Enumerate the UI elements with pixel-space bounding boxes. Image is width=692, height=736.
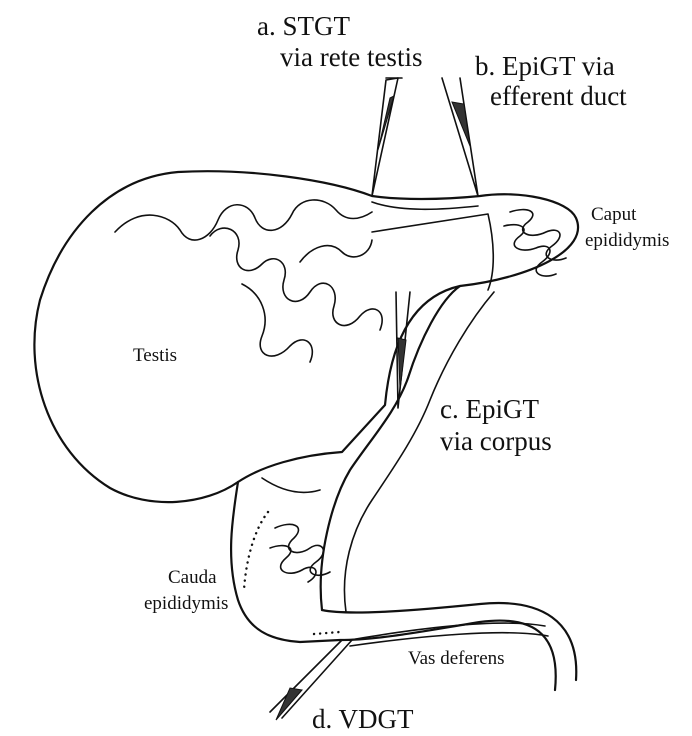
rete-testis-duct-lower — [372, 214, 493, 290]
label-epigt-c-line1: c. EpiGT — [440, 394, 539, 424]
rete-testis-duct-upper — [372, 202, 478, 209]
seminiferous-tubule-mid — [242, 284, 312, 362]
cauda-dotted-duct-lower — [314, 632, 340, 634]
caput-coils — [504, 210, 566, 276]
label-cauda-line1: Cauda — [168, 567, 217, 588]
label-testis: Testis — [133, 345, 177, 366]
label-caput-line2: epididymis — [585, 230, 669, 251]
label-epigt-c: c. EpiGT via corpus — [440, 394, 552, 456]
label-epigt-b: b. EpiGT via efferent duct — [475, 51, 627, 111]
label-stgt: a. STGT via rete testis — [257, 11, 422, 72]
label-stgt-line1: a. STGT — [257, 11, 350, 41]
pipette-a — [372, 78, 402, 196]
label-epigt-c-line2: via corpus — [440, 426, 552, 456]
pipette-b — [442, 78, 478, 196]
seminiferous-tubule-upper — [115, 200, 372, 240]
label-caput: Caput epididymis — [585, 204, 669, 251]
label-stgt-line2: via rete testis — [280, 42, 422, 72]
cauda-connector — [262, 478, 320, 492]
label-epigt-b-line2: efferent duct — [490, 81, 627, 111]
seminiferous-tubule-loops — [210, 228, 382, 330]
label-vas-deferens: Vas deferens — [408, 648, 505, 669]
label-vdgt: d. VDGT — [312, 704, 414, 734]
seminiferous-tubule-lower — [300, 240, 372, 262]
label-caput-line1: Caput — [591, 204, 637, 225]
cauda-outline — [231, 482, 556, 690]
label-cauda-line2: epididymis — [144, 593, 228, 614]
label-cauda: Cauda epididymis — [144, 567, 228, 614]
cauda-dotted-duct — [244, 512, 268, 590]
label-epigt-b-line1: b. EpiGT via — [475, 51, 615, 81]
